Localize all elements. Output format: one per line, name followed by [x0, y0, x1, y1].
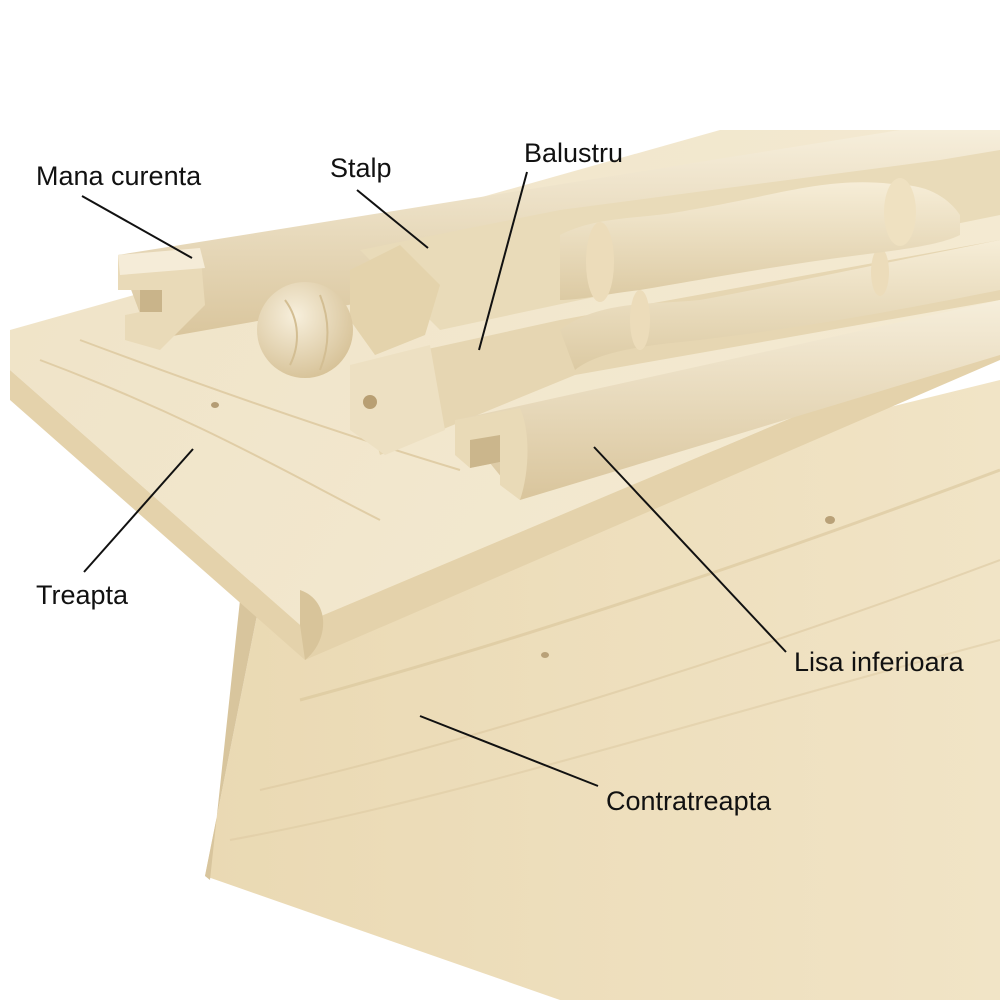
label-lisa-inferioara: Lisa inferioara — [794, 647, 964, 677]
leader-line-treapta — [83, 448, 194, 573]
label-treapta: Treapta — [36, 580, 129, 610]
label-stalp: Stalp — [330, 153, 392, 183]
stalp-piece — [257, 150, 1000, 378]
leader-line-stalp — [356, 189, 429, 249]
leader-line-contratreapta — [419, 715, 599, 787]
balustru-piece — [350, 240, 1000, 455]
leader-lines — [81, 171, 787, 787]
label-mana-curenta: Mana curenta — [36, 161, 202, 191]
label-balustru: Balustru — [524, 138, 624, 168]
label-contratreapta: Contratreapta — [606, 786, 772, 816]
leader-line-lisa-inferioara — [593, 446, 787, 653]
lisa-inferioara-profile — [455, 300, 1000, 500]
leader-line-mana-curenta — [81, 195, 193, 259]
leader-line-balustru — [478, 171, 528, 351]
